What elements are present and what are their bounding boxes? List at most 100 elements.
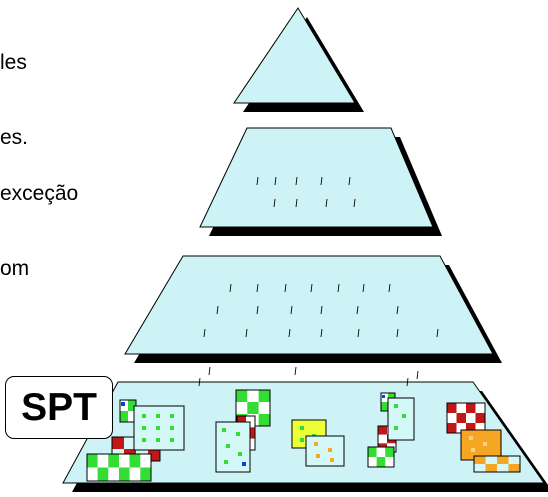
- tick-mark: [353, 198, 356, 208]
- tile-border: [473, 455, 521, 473]
- tick-mark: [273, 198, 276, 208]
- tick-mark: [396, 328, 399, 338]
- tile-dot: [224, 460, 228, 464]
- group-5-orange-tile: [460, 429, 502, 461]
- tile-dot: [170, 438, 174, 442]
- tile-groups: [86, 389, 521, 482]
- checker-cell: [466, 413, 476, 423]
- checker-cell: [128, 411, 136, 422]
- checker-cell: [475, 413, 485, 423]
- tile-dot: [314, 442, 318, 446]
- text-line: om: [0, 257, 30, 280]
- checker-cell: [112, 437, 124, 449]
- checker-cell: [447, 423, 457, 433]
- checker-cell: [381, 402, 388, 411]
- tile-body: [460, 429, 502, 461]
- checker-cell: [368, 447, 377, 457]
- tile-dot: [483, 442, 487, 446]
- tick-mark: [208, 366, 211, 376]
- tick-mark: [256, 176, 259, 186]
- cropped-text-top: les es.: [0, 0, 28, 175]
- tick-mark: [320, 305, 323, 315]
- tile-dot: [156, 438, 160, 442]
- checker-cell: [475, 403, 485, 413]
- tick-mark: [357, 328, 360, 338]
- tick-mark: [406, 377, 409, 387]
- checker-cell: [129, 467, 141, 481]
- tick-mark: [294, 366, 297, 376]
- tick-mark: [325, 198, 328, 208]
- checker-cell: [119, 467, 130, 481]
- group-4-green-tile: [367, 446, 395, 468]
- checker-cell: [247, 402, 259, 414]
- checker-cell: [456, 423, 466, 433]
- checker-cell: [368, 457, 377, 467]
- tick-mark: [320, 328, 323, 338]
- checker-cell: [87, 454, 98, 468]
- checker-cell: [447, 403, 457, 413]
- checker-cell: [128, 400, 136, 411]
- checker-cell: [236, 402, 248, 414]
- checker-cell: [508, 464, 520, 472]
- checker-cell: [247, 390, 259, 402]
- group-1-dotted-tile: [133, 405, 185, 451]
- blue-marker: [382, 395, 385, 398]
- tile-border: [86, 453, 152, 482]
- tile-dot: [156, 426, 160, 430]
- checker-cell: [124, 437, 136, 449]
- tick-mark: [356, 305, 359, 315]
- checker-cell: [258, 414, 270, 426]
- tick-mark: [320, 176, 323, 186]
- checker-cell: [475, 423, 485, 433]
- checker-cell: [376, 457, 386, 467]
- checker-cell: [474, 464, 486, 472]
- checker-cell: [378, 426, 387, 435]
- group-1-green-tile: [86, 453, 152, 482]
- checker-cell: [140, 467, 151, 481]
- text-line: exceção: [0, 182, 79, 205]
- tick-mark: [274, 176, 277, 186]
- tile-dot: [300, 426, 304, 430]
- checker-cell: [508, 456, 520, 464]
- tile-dot: [328, 448, 332, 452]
- checker-cell: [466, 423, 476, 433]
- checker-cell: [236, 390, 248, 402]
- tile-dot: [469, 436, 473, 440]
- tile-dot: [156, 414, 160, 418]
- checker-cell: [97, 467, 109, 481]
- checker-cell: [447, 413, 457, 423]
- tick-mark: [337, 283, 340, 293]
- group-3-orange-tile: [305, 435, 345, 467]
- middle-level-layer: [124, 255, 494, 355]
- checker-cell: [258, 402, 270, 414]
- layer-tick-marks: [198, 176, 439, 387]
- spt-label-text: SPT: [21, 385, 97, 429]
- checker-cell: [456, 413, 466, 423]
- tick-mark: [310, 283, 313, 293]
- tile-dot: [402, 414, 406, 418]
- group-5-red-tile: [446, 402, 486, 434]
- checker-cell: [376, 447, 386, 457]
- checker-cell: [87, 467, 98, 481]
- checker-cell: [474, 456, 486, 464]
- tile-dot: [394, 404, 398, 408]
- tick-mark: [256, 283, 259, 293]
- tick-mark: [396, 305, 399, 315]
- tile-dot: [226, 444, 230, 448]
- tile-dot: [471, 448, 475, 452]
- tick-mark: [288, 328, 291, 338]
- tile-body: [387, 397, 415, 441]
- top-level-layer: [233, 7, 356, 104]
- checker-cell: [485, 456, 497, 464]
- group-4-dotted-tile: [387, 397, 415, 441]
- tick-mark: [348, 176, 351, 186]
- checker-cell: [140, 454, 151, 468]
- tile-dot: [300, 438, 304, 442]
- checker-cell: [497, 464, 509, 472]
- text-line: les: [0, 51, 27, 74]
- tick-mark: [436, 328, 439, 338]
- tick-mark: [245, 328, 248, 338]
- checker-cell: [108, 467, 119, 481]
- tile-dot: [142, 426, 146, 430]
